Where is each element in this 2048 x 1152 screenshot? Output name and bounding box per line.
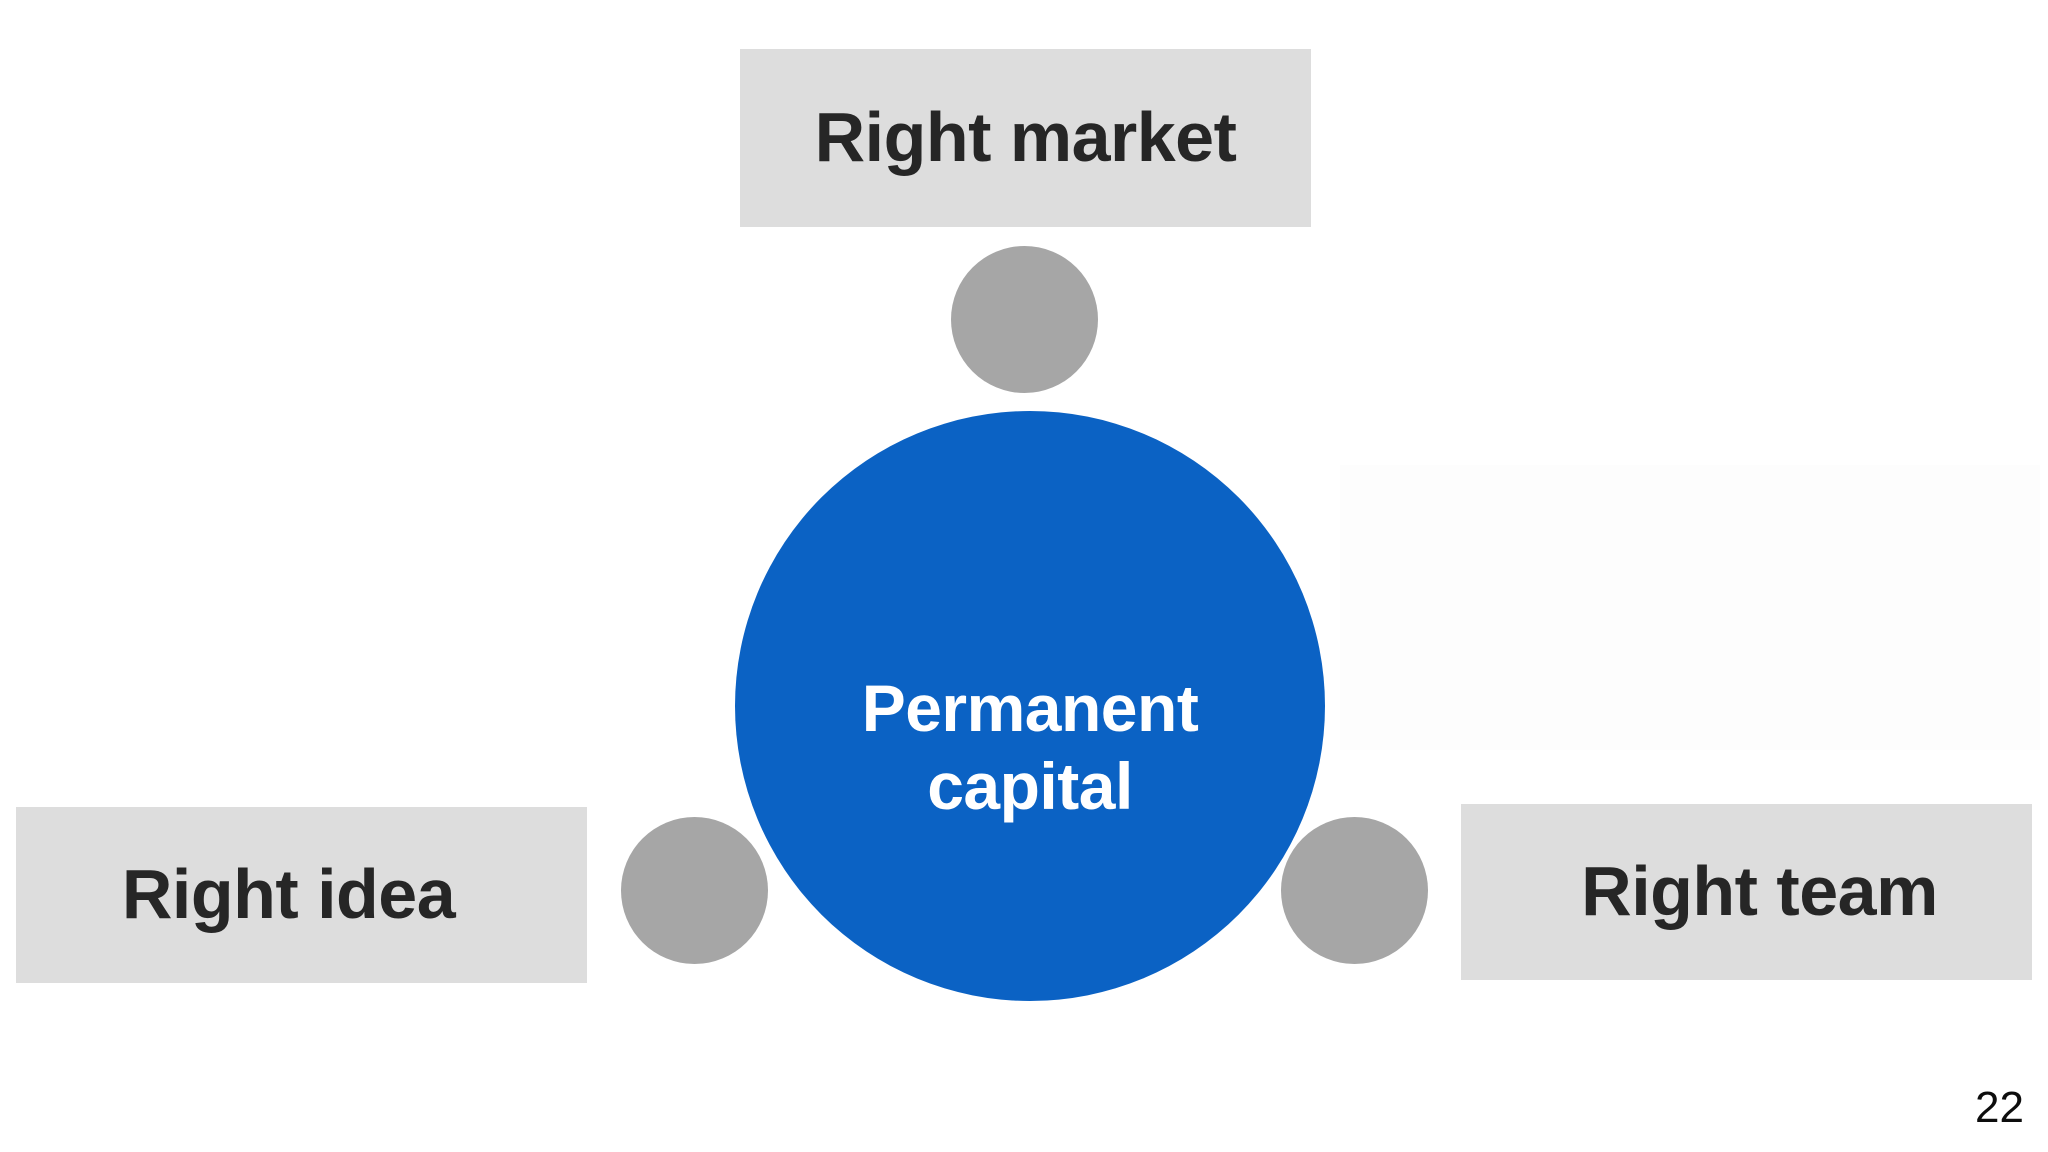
- node-label-right-market: Right market: [814, 98, 1237, 177]
- center-circle-label: Permanent capital: [862, 670, 1199, 826]
- page-number: 22: [1975, 1083, 2024, 1132]
- connector-dot-left-icon: [621, 817, 768, 964]
- node-label-right-idea: Right idea: [121, 855, 456, 934]
- node-label-right-team: Right team: [1581, 852, 1938, 931]
- node-box-right-idea[interactable]: Right idea: [16, 807, 587, 983]
- center-circle-label-line-1: Permanent: [861, 671, 1199, 746]
- center-circle-permanent-capital[interactable]: Permanent capital: [735, 411, 1325, 1001]
- connector-dot-top-icon: [951, 246, 1098, 393]
- center-circle-label-line-2: capital: [927, 749, 1133, 823]
- background-band: [1340, 465, 2040, 750]
- node-box-right-market[interactable]: Right market: [740, 49, 1311, 227]
- connector-dot-right-icon: [1281, 817, 1428, 964]
- node-box-right-team[interactable]: Right team: [1461, 804, 2032, 980]
